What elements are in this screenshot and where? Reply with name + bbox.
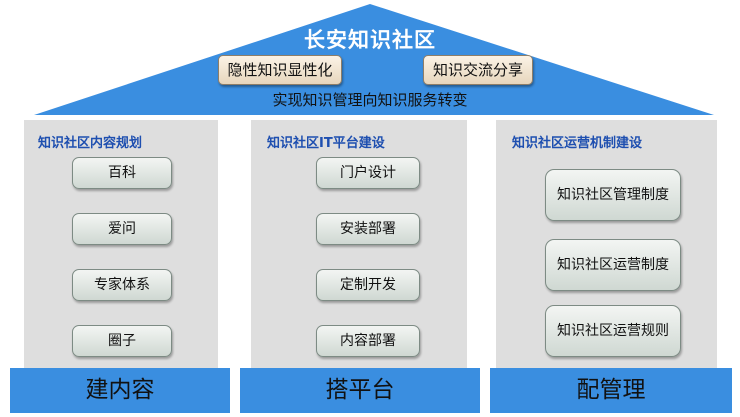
column-it-platform: 知识社区IT平台建设 门户设计 安装部署 定制开发 内容部署 [251, 120, 467, 368]
item-management-rules: 知识社区管理制度 [545, 169, 681, 221]
roof-subtitle: 实现知识管理向知识服务转变 [272, 91, 468, 109]
roof-shape [34, 4, 714, 115]
column-title: 知识社区内容规划 [38, 136, 143, 151]
column-title: 知识社区运营机制建设 [512, 136, 643, 151]
item-operation-guidelines: 知识社区运营规则 [545, 305, 681, 357]
item-expert-system: 专家体系 [72, 269, 172, 301]
roof-title: 长安知识社区 [304, 28, 436, 52]
item-portal-design: 门户设计 [316, 157, 420, 189]
item-aiwen: 爱问 [72, 213, 172, 245]
column-operations-mechanism: 知识社区运营机制建设 知识社区管理制度 知识社区运营制度 知识社区运营规则 [496, 120, 717, 368]
item-custom-dev: 定制开发 [316, 269, 420, 301]
foundation-management: 配管理 [490, 368, 732, 413]
item-content-deploy: 内容部署 [316, 325, 420, 357]
item-baike: 百科 [72, 157, 172, 189]
item-operation-rules: 知识社区运营制度 [545, 239, 681, 291]
column-title: 知识社区IT平台建设 [267, 136, 385, 151]
tacit-knowledge-badge: 隐性知识显性化 [218, 55, 342, 85]
roof [34, 4, 714, 115]
item-install-deploy: 安装部署 [316, 213, 420, 245]
item-circle: 圈子 [72, 325, 172, 357]
foundation-build-content: 建内容 [10, 368, 230, 413]
foundation-build-platform: 搭平台 [240, 368, 480, 413]
column-content-planning: 知识社区内容规划 百科 爱问 专家体系 圈子 [24, 120, 218, 368]
knowledge-sharing-badge: 知识交流分享 [423, 55, 533, 85]
